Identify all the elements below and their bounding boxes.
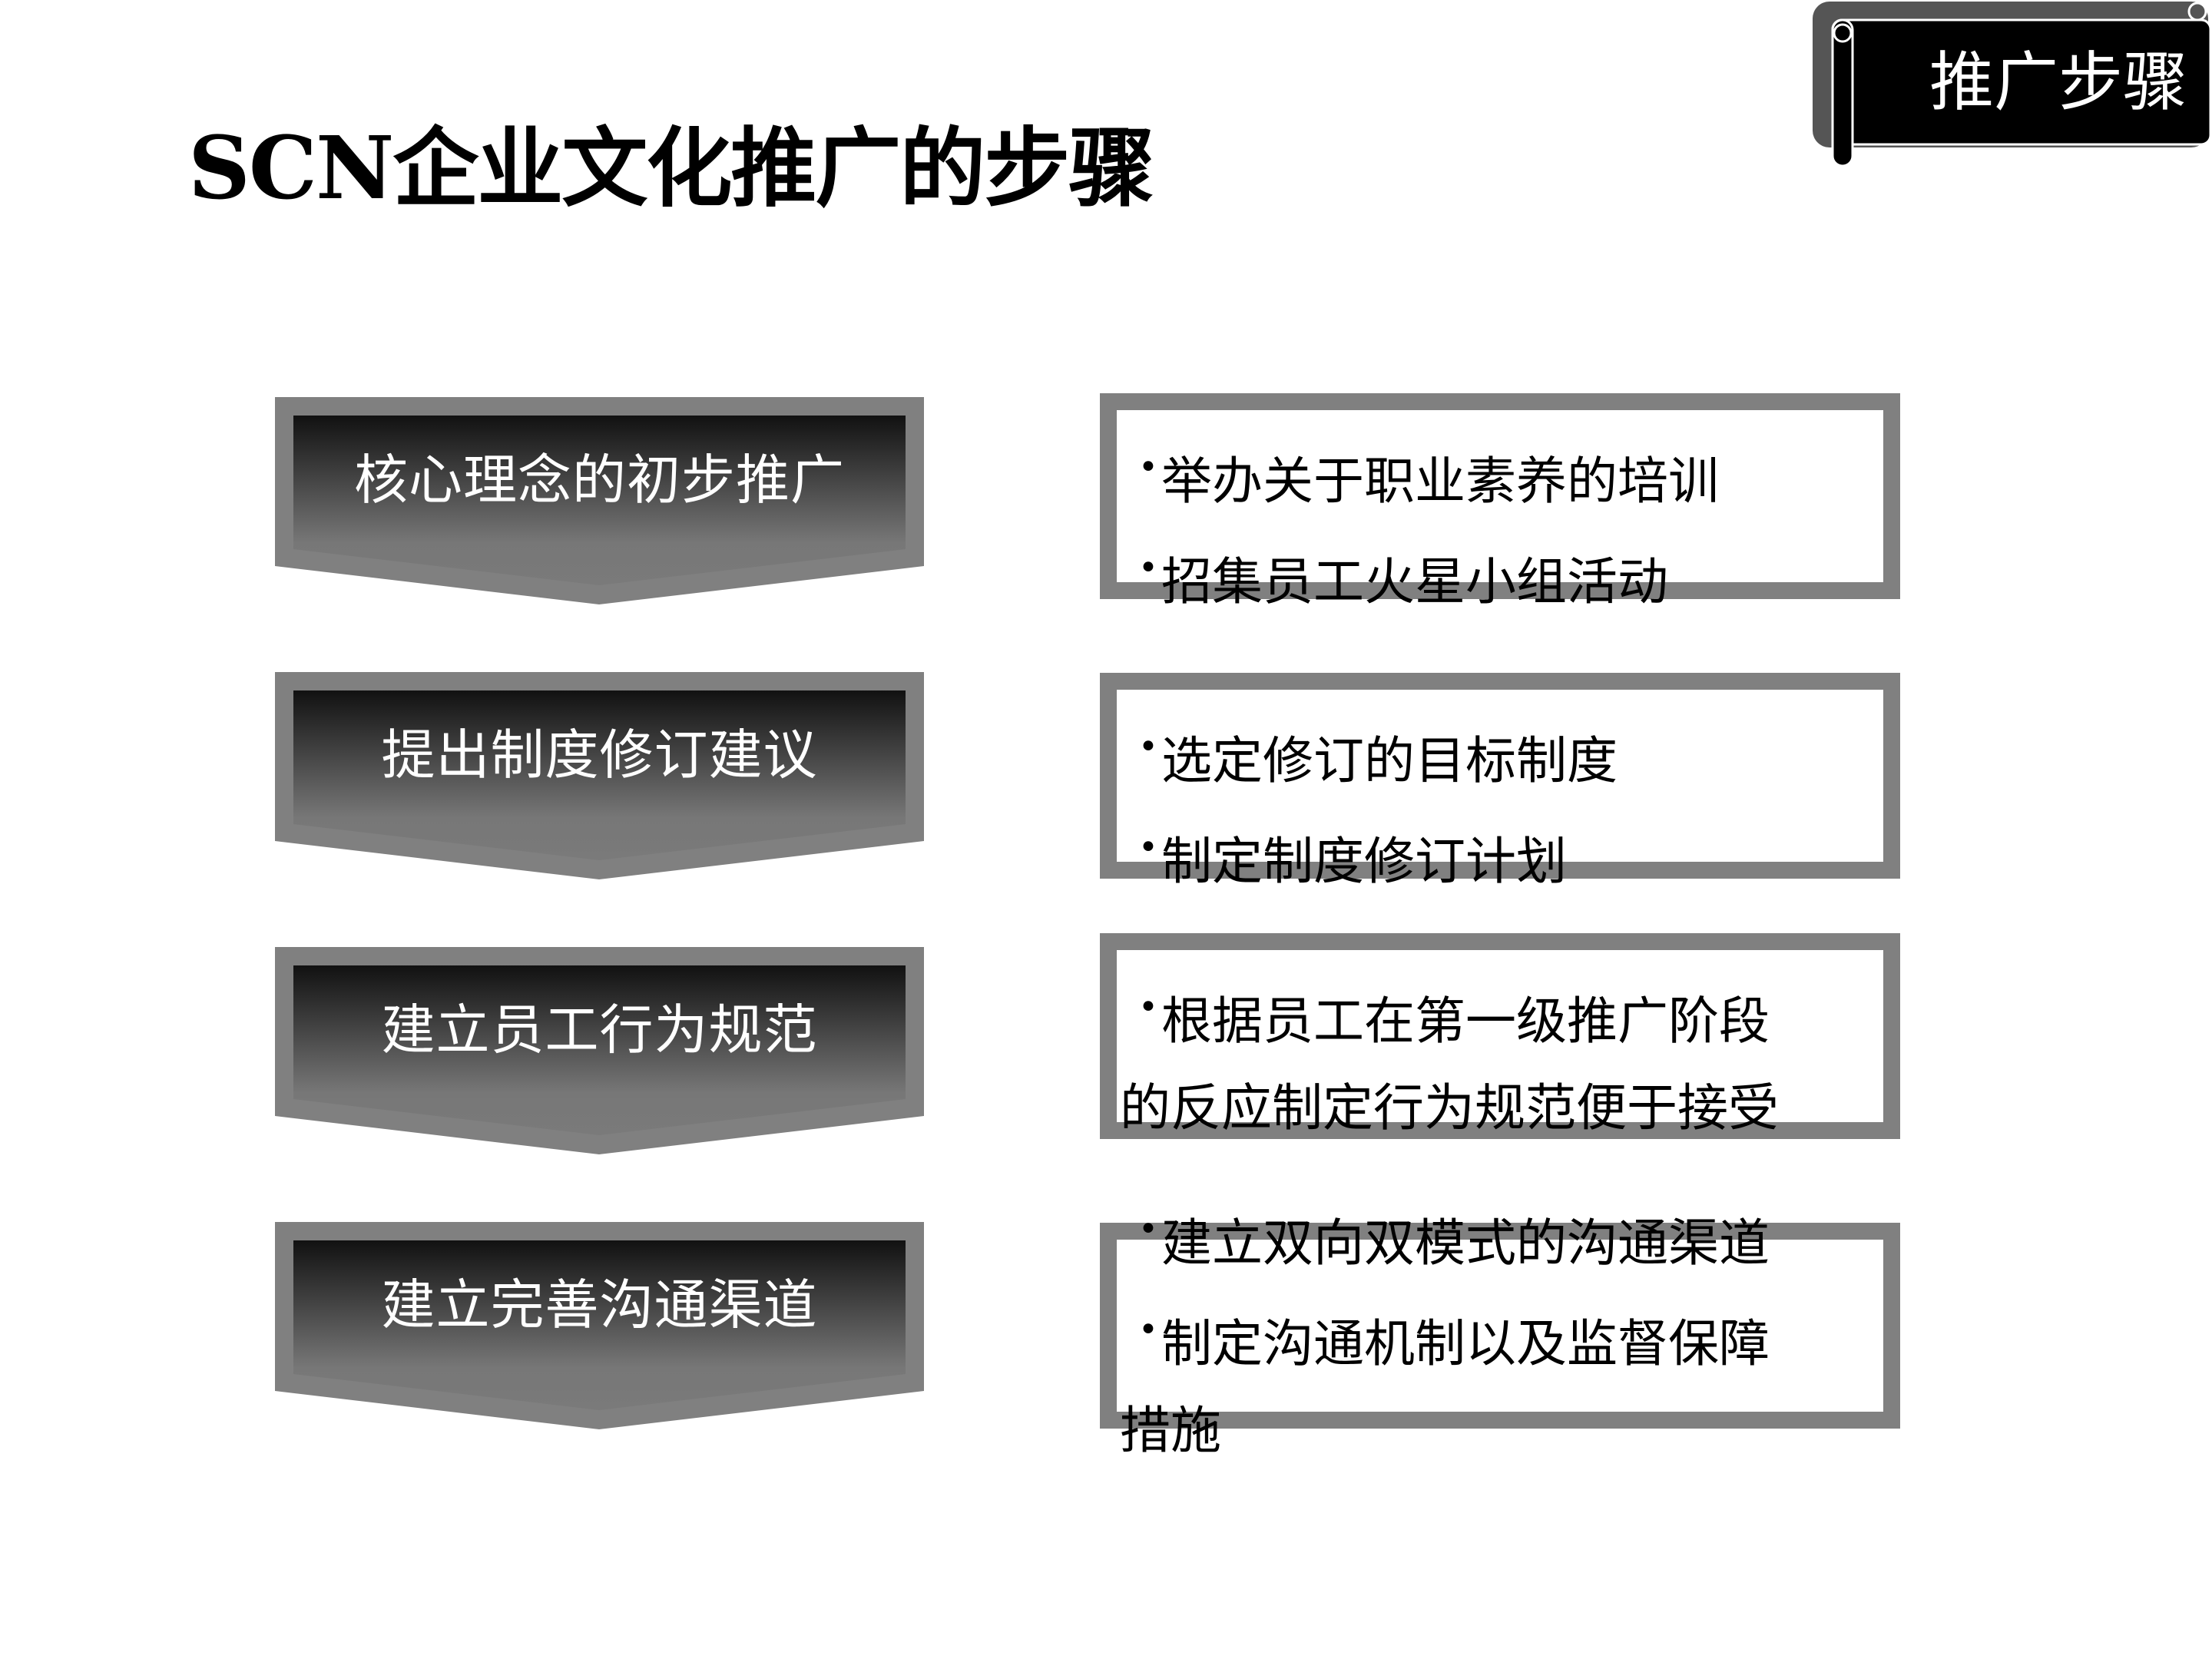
detail-line: •选定修订的目标制度 xyxy=(1138,727,1618,790)
step-chevron-2: 提出制度修订建议 xyxy=(275,672,924,883)
section-badge: 推广步骤 xyxy=(1805,0,2212,169)
detail-line: •制定沟通机制以及监督保障 xyxy=(1138,1310,1770,1373)
step-label: 建立完善沟通渠道 xyxy=(381,1273,818,1336)
detail-line: 措施 xyxy=(1120,1401,1221,1460)
bullet-icon: • xyxy=(1138,727,1158,767)
bullet-icon: • xyxy=(1138,988,1158,1027)
step-label: 提出制度修订建议 xyxy=(381,724,818,786)
bullet-icon: • xyxy=(1138,448,1158,487)
badge-label: 推广步骤 xyxy=(1929,45,2187,120)
step-chevron-1: 核心理念的初步推广 xyxy=(275,397,924,608)
slide-title: SCN企业文化推广的步骤 xyxy=(188,118,1154,219)
chevron-arrow-icon xyxy=(275,1222,924,1429)
step-chevron-3: 建立员工行为规范 xyxy=(275,947,924,1158)
chevron-arrow-icon xyxy=(275,672,924,879)
bullet-icon: • xyxy=(1138,1210,1158,1249)
chevron-arrow-icon xyxy=(275,397,924,604)
step-label: 核心理念的初步推广 xyxy=(354,449,845,512)
detail-line: •制定制度修订计划 xyxy=(1138,828,1567,891)
bullet-icon: • xyxy=(1138,828,1158,867)
bullet-icon: • xyxy=(1138,548,1158,588)
chevron-arrow-icon xyxy=(275,947,924,1154)
scroll-banner-icon xyxy=(1813,2,2212,167)
step-chevron-4: 建立完善沟通渠道 xyxy=(275,1222,924,1433)
detail-line: •根据员工在第一级推广阶段 xyxy=(1138,988,1770,1051)
detail-text: •建立双向双模式的沟通渠道 •制定沟通机制以及监督保障 措施 xyxy=(1120,1186,1770,1474)
step-label: 建立员工行为规范 xyxy=(381,998,818,1061)
detail-box-1: •举办关于职业素养的培训 •招集员工火星小组活动 xyxy=(1100,393,1900,611)
detail-box-2: •选定修订的目标制度 •制定制度修订计划 xyxy=(1100,673,1900,891)
detail-text: •选定修订的目标制度 •制定制度修订计划 xyxy=(1138,704,1618,905)
detail-text: •根据员工在第一级推广阶段 的反应制定行为规范便于接受 xyxy=(1120,964,1779,1151)
detail-text: •举办关于职业素养的培训 •招集员工火星小组活动 xyxy=(1138,424,1719,625)
detail-box-4: •建立双向双模式的沟通渠道 •制定沟通机制以及监督保障 措施 xyxy=(1100,1210,1900,1460)
detail-line: •建立双向双模式的沟通渠道 xyxy=(1138,1210,1770,1273)
detail-box-3: •根据员工在第一级推广阶段 的反应制定行为规范便于接受 xyxy=(1100,933,1900,1139)
detail-line: •举办关于职业素养的培训 xyxy=(1138,448,1719,511)
detail-line: •招集员工火星小组活动 xyxy=(1138,548,1668,611)
detail-line: 的反应制定行为规范便于接受 xyxy=(1120,1078,1779,1137)
bullet-icon: • xyxy=(1138,1310,1158,1349)
